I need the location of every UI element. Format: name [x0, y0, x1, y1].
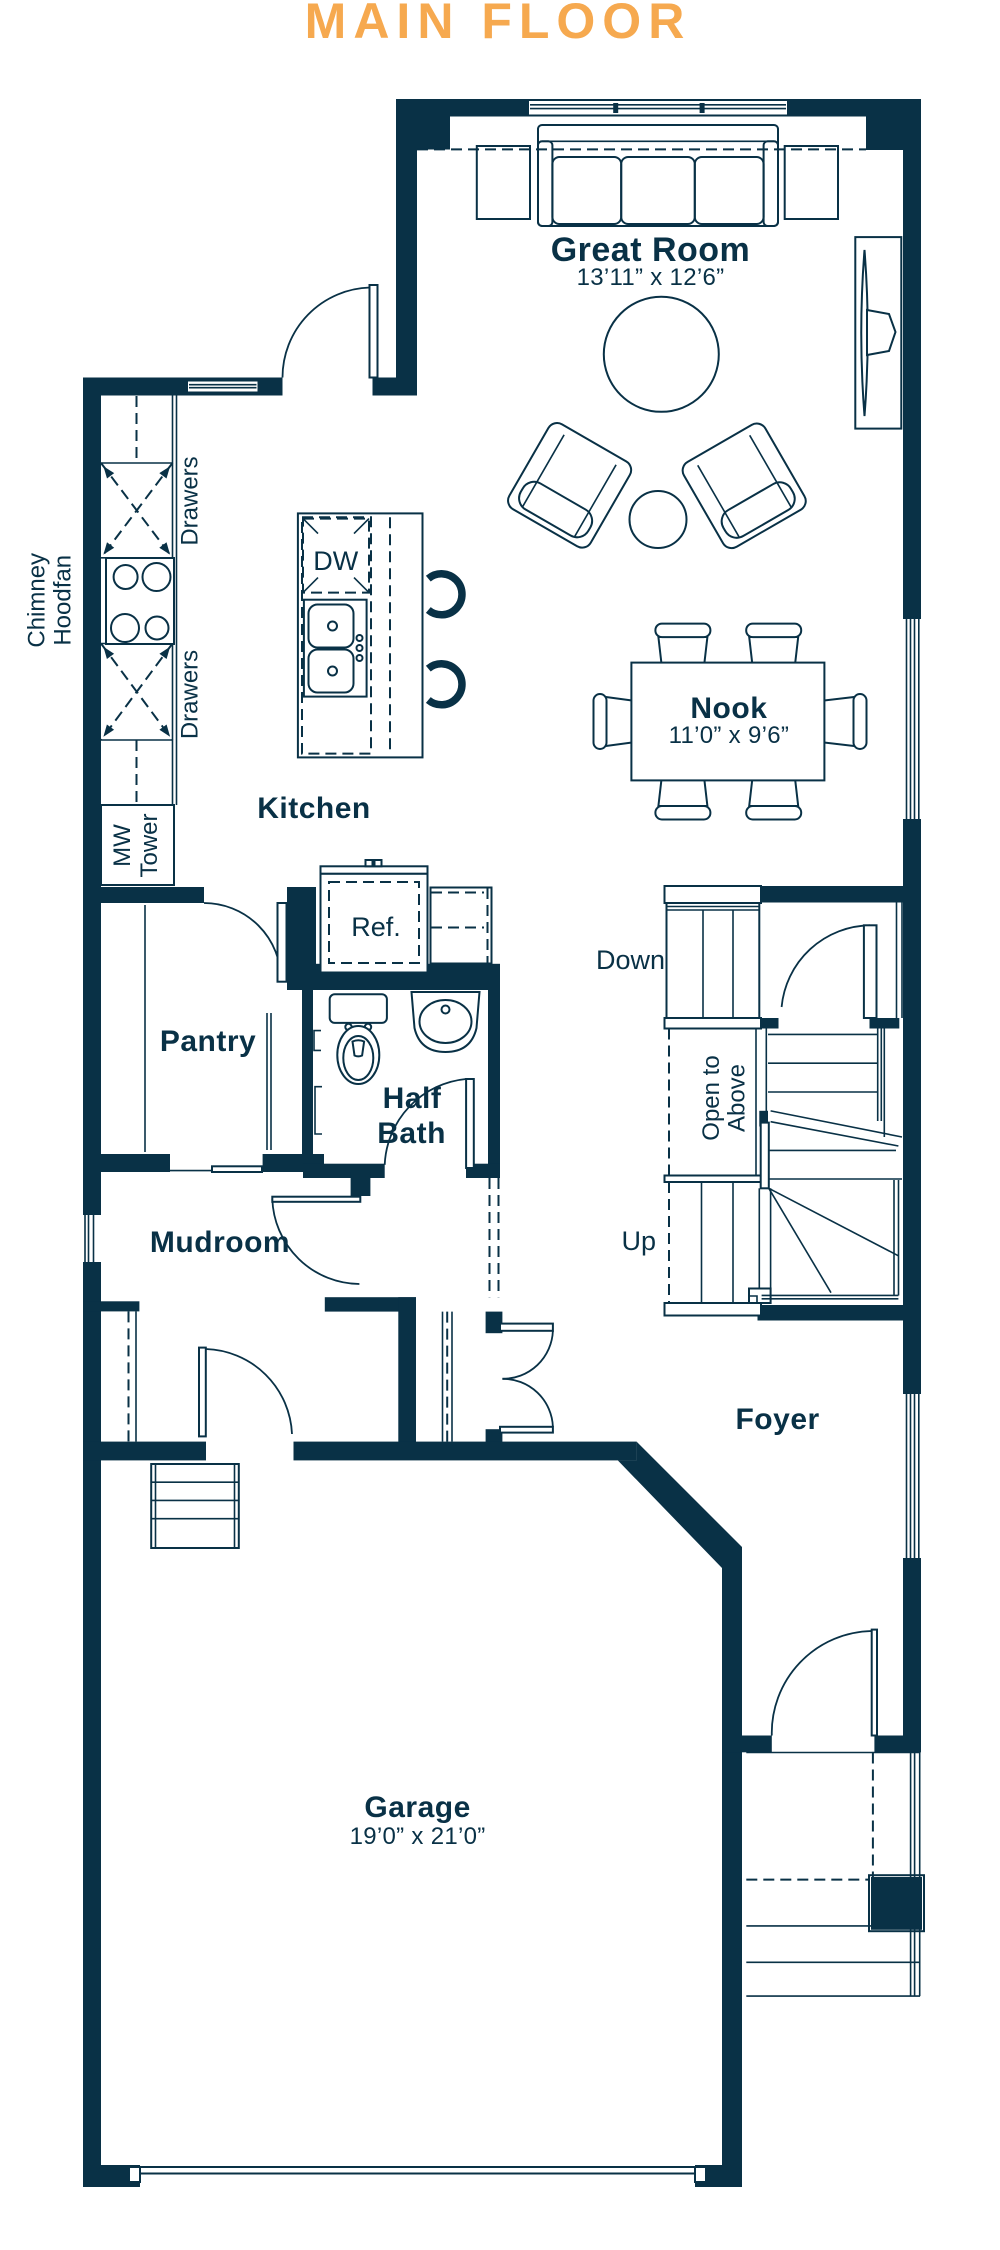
svg-text:Pantry: Pantry	[160, 1025, 256, 1058]
svg-text:Down: Down	[596, 945, 665, 975]
svg-text:Tower: Tower	[136, 813, 163, 877]
svg-text:Drawers: Drawers	[177, 650, 204, 739]
svg-text:Open to: Open to	[698, 1055, 725, 1140]
svg-text:Foyer: Foyer	[735, 1403, 819, 1436]
svg-text:Great Room: Great Room	[551, 231, 751, 269]
svg-text:Hoodfan: Hoodfan	[50, 555, 77, 646]
svg-text:Ref.: Ref.	[351, 912, 401, 942]
svg-text:MAIN FLOOR: MAIN FLOOR	[305, 0, 692, 49]
svg-text:Drawers: Drawers	[177, 456, 204, 545]
svg-text:13’11” x 12’6”: 13’11” x 12’6”	[577, 264, 725, 291]
svg-text:DW: DW	[313, 546, 358, 576]
svg-text:Chimney: Chimney	[24, 553, 51, 648]
svg-text:Mudroom: Mudroom	[150, 1226, 290, 1259]
svg-text:MW: MW	[109, 824, 136, 867]
svg-text:Up: Up	[621, 1226, 656, 1256]
svg-text:Half: Half	[383, 1082, 442, 1115]
svg-text:Garage: Garage	[364, 1791, 470, 1824]
svg-text:11’0” x 9’6”: 11’0” x 9’6”	[669, 722, 790, 749]
svg-text:Bath: Bath	[377, 1117, 446, 1150]
svg-text:19’0” x 21’0”: 19’0” x 21’0”	[350, 1823, 486, 1850]
svg-text:Above: Above	[724, 1064, 751, 1132]
svg-text:Kitchen: Kitchen	[257, 792, 371, 825]
svg-text:Nook: Nook	[690, 692, 767, 725]
